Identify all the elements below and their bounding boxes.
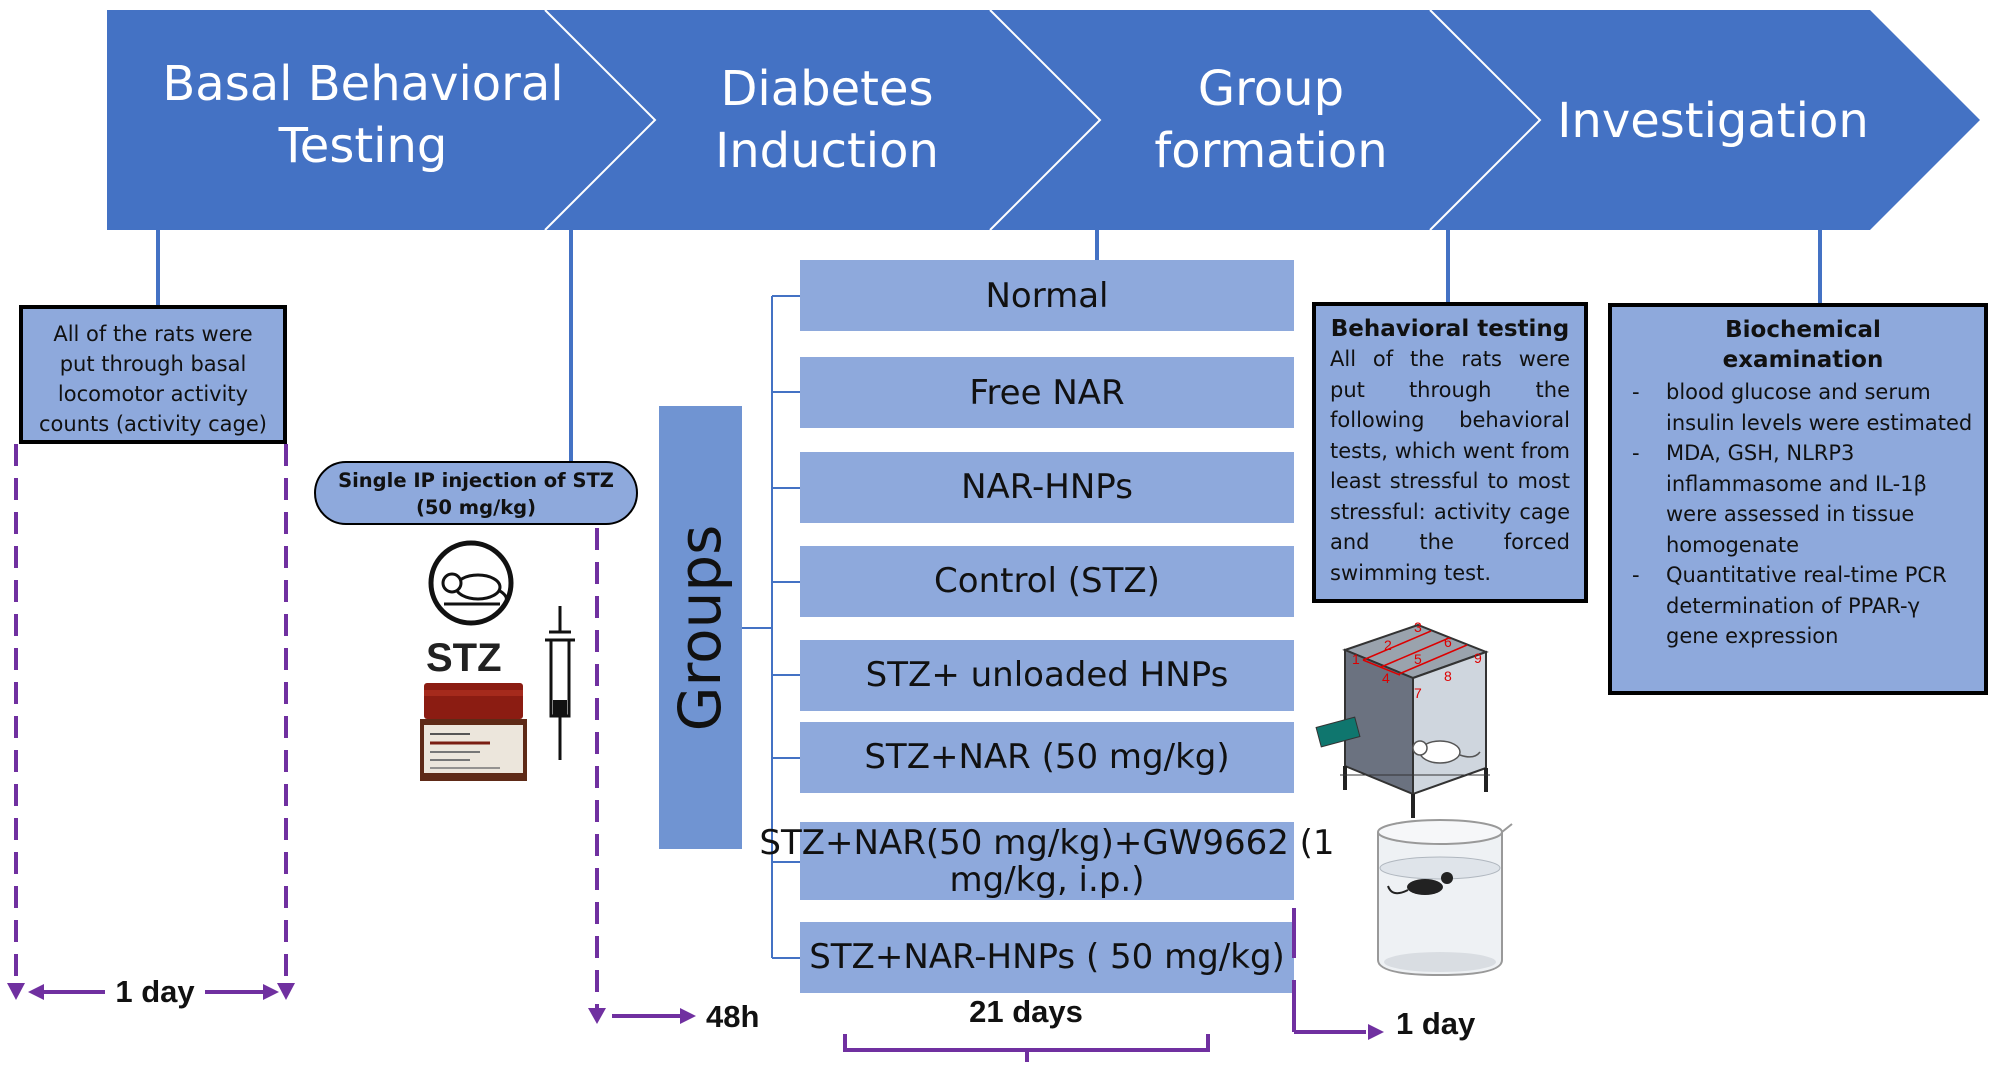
arrow-head	[28, 984, 44, 1000]
injection-line-1: Single IP injection of STZ	[338, 469, 614, 492]
groups-label: Groups	[666, 525, 734, 732]
biochem-heading-1: Biochemical	[1725, 317, 1881, 343]
cage-number: 1	[1352, 651, 1360, 667]
group-control: Control (STZ)	[934, 561, 1160, 601]
behavioral-text: All of the rats were put through the fol…	[1330, 347, 1570, 585]
group-box-gw9662	[800, 822, 1294, 900]
arrow-head	[1368, 1024, 1384, 1040]
cage-number: 8	[1444, 668, 1452, 684]
group-box-unloaded	[800, 640, 1294, 711]
stage-title-2b: Induction	[715, 123, 939, 179]
stage-title-4: Investigation	[1557, 93, 1869, 149]
duration-1-day-basal: 1 day	[115, 974, 195, 1009]
group-nar-hnps-50: STZ+NAR-HNPs ( 50 mg/kg)	[809, 937, 1285, 977]
swimming-beaker-icon	[1377, 819, 1513, 977]
biochem-item: MDA, GSH, NLRP3 inflammasome and IL-1β w…	[1632, 438, 1974, 560]
stage-arrow-4	[1430, 10, 1980, 230]
basal-line: locomotor activity	[57, 382, 249, 406]
stage-title-3b: formation	[1154, 123, 1387, 179]
dashed-timelines	[14, 444, 599, 1010]
cage-number: 5	[1414, 651, 1422, 667]
group-box-normal	[800, 260, 1294, 331]
mouse-icon	[428, 540, 514, 626]
stz-label: STZ	[426, 636, 502, 680]
cage-number: 4	[1382, 670, 1390, 686]
group-normal: Normal	[985, 276, 1108, 316]
biochem-item: blood glucose and serum insulin levels w…	[1632, 377, 1974, 438]
stage-title-2a: Diabetes	[720, 61, 933, 117]
activity-cage-icon: 1 2 3 4 5 6 7 8 9	[1315, 619, 1490, 818]
basal-line: All of the rats were	[53, 322, 253, 346]
biochem-heading-2: examination	[1722, 347, 1884, 373]
duration-1-day-behavioral: 1 day	[1396, 1006, 1476, 1041]
group-box-stz-nar	[800, 722, 1294, 793]
duration-21-days: 21 days	[969, 994, 1083, 1029]
stage-arrow-1	[107, 10, 655, 230]
groups-tree	[742, 295, 800, 959]
biochem-list: blood glucose and serum insulin levels w…	[1632, 377, 1974, 652]
stz-jar-icon	[420, 683, 527, 781]
group-box-free-nar	[800, 357, 1294, 428]
cage-number: 3	[1414, 619, 1422, 635]
injection-box: Single IP injection of STZ (50 mg/kg)	[314, 461, 638, 525]
group-stz-nar: STZ+NAR (50 mg/kg)	[864, 737, 1229, 777]
group-box-control	[800, 546, 1294, 617]
duration-48h: 48h	[706, 999, 759, 1034]
cage-number: 2	[1384, 637, 1392, 653]
cage-number: 7	[1414, 685, 1422, 701]
groups-label-box	[659, 406, 742, 849]
arrow-head	[680, 1008, 696, 1024]
syringe-icon	[545, 606, 575, 760]
group-gw9662-line1: STZ+NAR(50 mg/kg)+GW9662 (1	[759, 823, 1334, 863]
cage-number: 9	[1474, 650, 1482, 666]
group-unloaded: STZ+ unloaded HNPs	[866, 655, 1229, 695]
basal-line: counts (activity cage)	[39, 412, 267, 436]
stage-title-1a: Basal Behavioral	[162, 56, 563, 112]
behavioral-heading: Behavioral testing	[1330, 316, 1570, 342]
group-box-nar-hnps	[800, 452, 1294, 523]
injection-line-2: (50 mg/kg)	[415, 496, 537, 519]
arrow-separator	[1429, 9, 1542, 231]
arrow-head	[7, 983, 25, 1000]
arrow-head	[277, 983, 295, 1000]
biochemical-box: Biochemical examination blood glucose an…	[1608, 303, 1988, 695]
arrow-separator	[544, 9, 657, 231]
bracket-21-days	[843, 1034, 1210, 1052]
group-nar-hnps: NAR-HNPs	[961, 467, 1133, 507]
basal-line: put through basal	[59, 352, 247, 376]
stage-title-1b: Testing	[278, 118, 448, 174]
stage-arrow-3	[990, 10, 1540, 230]
basal-testing-box: All of the rats were put through basal l…	[19, 305, 287, 444]
biochem-item: Quantitative real-time PCR determination…	[1632, 560, 1974, 652]
group-gw9662-line2: mg/kg, i.p.)	[950, 860, 1145, 900]
group-free-nar: Free NAR	[969, 373, 1124, 413]
arrow-head	[588, 1008, 606, 1024]
group-box-nar-hnps-50	[800, 922, 1294, 993]
behavioral-testing-box: Behavioral testing All of the rats were …	[1312, 302, 1588, 603]
stage-arrow-2	[545, 10, 1100, 230]
cage-number: 6	[1444, 634, 1452, 650]
arrow-separator	[989, 9, 1102, 231]
arrow-head	[263, 984, 279, 1000]
stage-title-3a: Group	[1198, 61, 1344, 117]
